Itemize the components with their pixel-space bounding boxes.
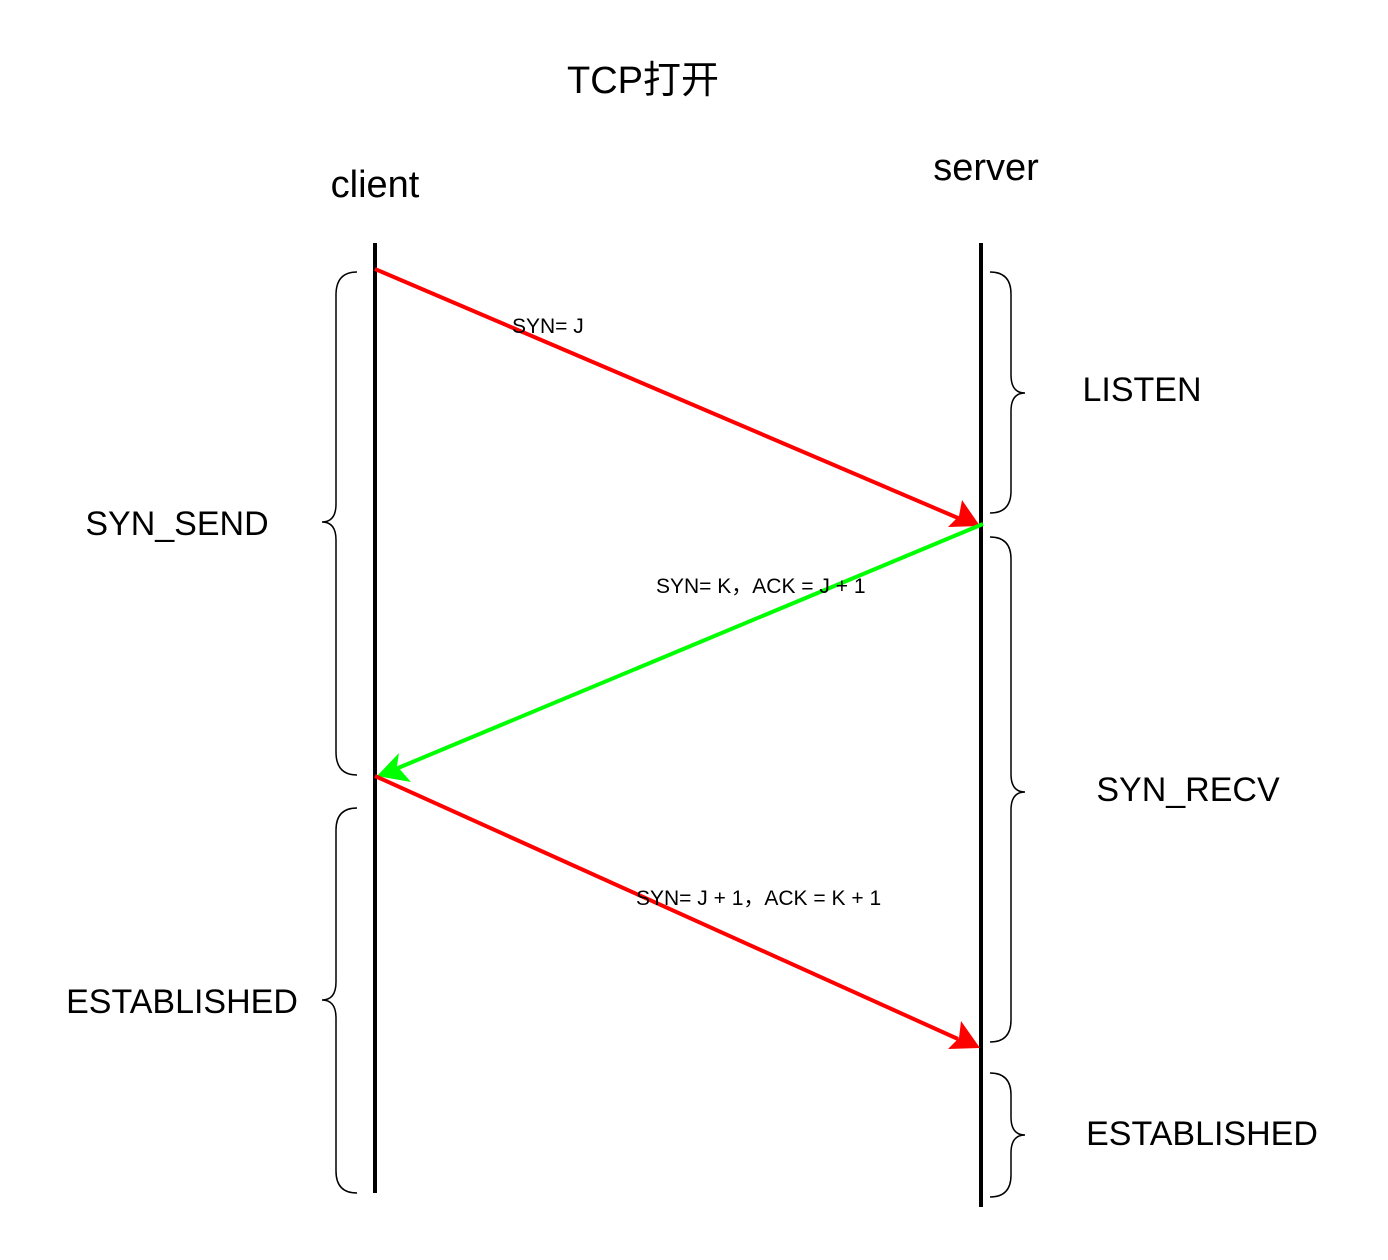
participant-client-label: client (331, 164, 420, 206)
client-state-syn-send: SYN_SEND (85, 271, 358, 776)
message-ack-label: SYN= J + 1，ACK = K + 1 (636, 887, 881, 910)
message-syn-ack: SYN= K，ACK = J + 1 (377, 522, 984, 782)
participant-server-label: server (933, 147, 1039, 189)
server-brace-established (989, 1072, 1026, 1198)
message-syn: SYN= J (374, 267, 980, 527)
client-state-syn-send-label: SYN_SEND (85, 505, 268, 543)
message-syn-arrowhead (948, 500, 980, 527)
server-state-syn-recv: SYN_RECV (989, 536, 1280, 1043)
server-state-established-label: ESTABLISHED (1086, 1115, 1318, 1153)
server-brace-syn-recv (989, 536, 1026, 1043)
message-ack-arrowhead (948, 1021, 980, 1049)
client-state-established: ESTABLISHED (66, 807, 358, 1194)
client-brace-syn-send (321, 271, 358, 776)
message-syn-arrow (374, 267, 959, 520)
message-ack-arrow (374, 774, 959, 1041)
client-brace-established (321, 807, 358, 1194)
message-syn-ack-arrowhead (377, 753, 411, 782)
server-state-established: ESTABLISHED (989, 1072, 1318, 1198)
message-syn-ack-arrow (397, 522, 984, 770)
server-state-listen-label: LISTEN (1082, 371, 1201, 409)
message-syn-ack-label: SYN= K，ACK = J + 1 (656, 575, 866, 598)
message-syn-label: SYN= J (512, 315, 584, 338)
client-state-established-label: ESTABLISHED (66, 983, 298, 1021)
message-ack: SYN= J + 1，ACK = K + 1 (374, 774, 980, 1049)
diagram-title: TCP打开 (567, 60, 719, 102)
server-state-listen: LISTEN (989, 271, 1202, 514)
server-state-syn-recv-label: SYN_RECV (1096, 771, 1280, 809)
server-brace-listen (989, 271, 1026, 514)
